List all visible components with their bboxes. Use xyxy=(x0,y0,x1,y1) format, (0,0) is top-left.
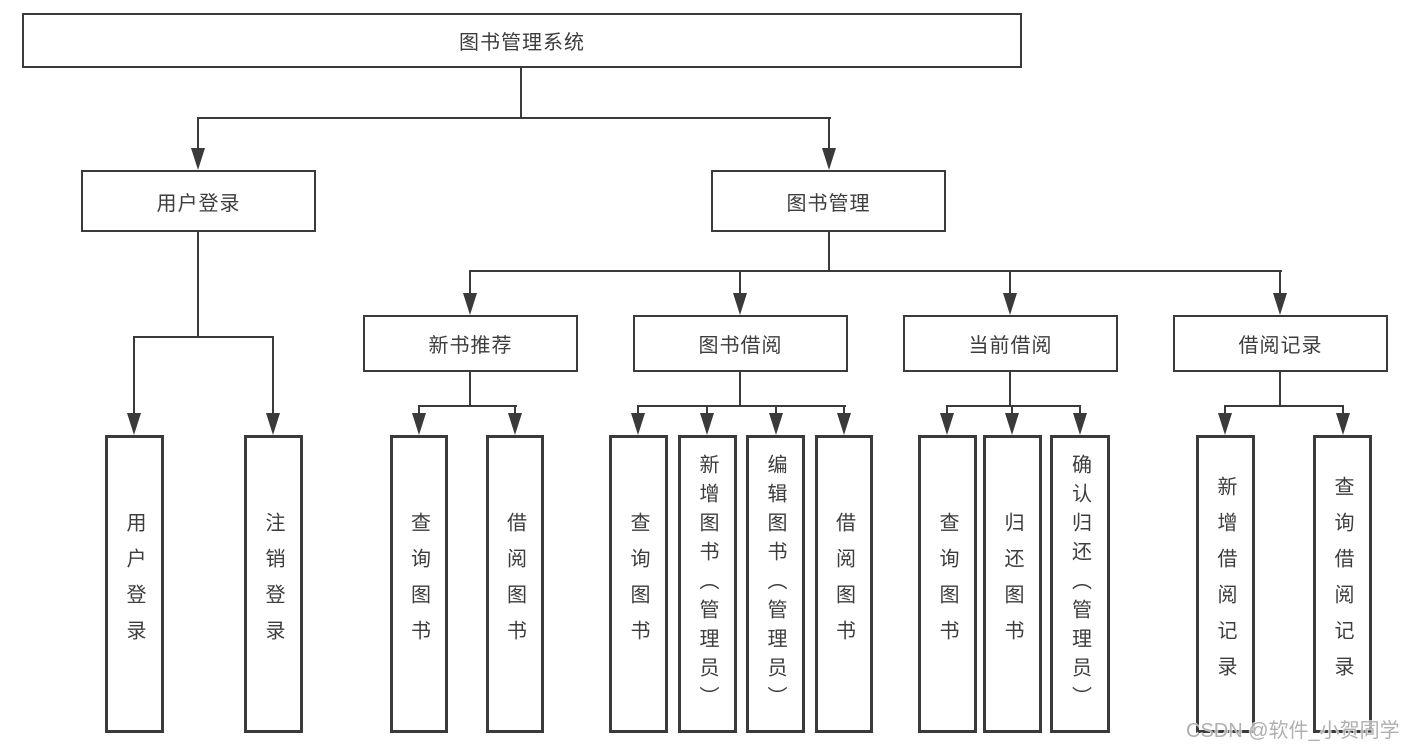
arrowhead-down xyxy=(508,413,522,435)
leaf-borrow-books: 借阅图书 xyxy=(815,435,873,733)
leaf-return-books: 归还图书 xyxy=(983,435,1042,733)
connector-drop-leaf xyxy=(1011,405,1013,415)
connector-new-book-trunk xyxy=(469,372,471,405)
arrowhead-down xyxy=(191,148,205,170)
leaf-query-borrow-record-label: 查询借阅记录 xyxy=(1331,476,1353,692)
connector-drop-leaf xyxy=(843,405,845,415)
connector-new-book-hbar xyxy=(418,405,517,407)
arrowhead-down xyxy=(822,148,836,170)
leaf-query-books-borrow-label: 查询图书 xyxy=(627,512,649,656)
leaf-borrow-books-recommend: 借阅图书 xyxy=(486,435,544,733)
connector-borrow-records-hbar xyxy=(1224,405,1344,407)
leaf-logout-label: 注销登录 xyxy=(262,512,284,656)
connector-drop-leaf xyxy=(1079,405,1081,415)
connector-drop-leaf xyxy=(1342,405,1344,415)
connector-drop-leaf xyxy=(637,405,639,415)
leaf-add-books-admin-label: 新增图书（管理员） xyxy=(696,453,718,715)
leaf-add-borrow-record-label: 新增借阅记录 xyxy=(1214,476,1236,692)
leaf-query-books-current: 查询图书 xyxy=(918,435,977,733)
arrowhead-down xyxy=(1003,293,1017,315)
node-current-borrow-label: 当前借阅 xyxy=(968,335,1053,357)
connector-drop-leaf xyxy=(1224,405,1226,415)
leaf-return-books-label: 归还图书 xyxy=(1001,512,1023,656)
connector-drop-leaf xyxy=(775,405,777,415)
connector-book-borrow-trunk xyxy=(739,372,741,405)
leaf-logout: 注销登录 xyxy=(244,435,303,733)
arrowhead-down xyxy=(463,293,477,315)
node-book-management-label: 图书管理 xyxy=(786,192,871,215)
arrowhead-down xyxy=(412,413,426,435)
watermark: CSDN @软件_小贺同学 xyxy=(1186,720,1400,742)
connector-drop-leaf xyxy=(418,405,420,415)
node-new-book-recommend-label: 新书推荐 xyxy=(428,335,513,357)
connector-drop-book-borrow xyxy=(739,270,741,294)
connector-root-trunk xyxy=(520,68,522,117)
connector-drop-book-management xyxy=(828,117,830,150)
leaf-borrow-books-recommend-label: 借阅图书 xyxy=(503,512,526,656)
node-user-login: 用户登录 xyxy=(81,170,316,232)
arrowhead-down xyxy=(266,413,280,435)
node-current-borrow: 当前借阅 xyxy=(903,315,1118,372)
connector-level3-hbar xyxy=(469,270,1282,272)
connector-current-borrow-hbar xyxy=(946,405,1081,407)
arrowhead-down xyxy=(1336,413,1350,435)
leaf-borrow-books-label: 借阅图书 xyxy=(832,512,855,656)
connector-user-login-trunk xyxy=(197,232,199,336)
leaf-edit-books-admin: 编辑图书（管理员） xyxy=(746,435,805,733)
node-root: 图书管理系统 xyxy=(22,13,1022,68)
leaf-user-login: 用户登录 xyxy=(105,435,164,733)
arrowhead-down xyxy=(631,413,645,435)
leaf-edit-books-admin-label: 编辑图书（管理员） xyxy=(764,453,786,715)
arrowhead-down xyxy=(733,293,747,315)
arrowhead-down xyxy=(769,413,783,435)
connector-current-borrow-trunk xyxy=(1009,372,1011,405)
connector-drop-leaf xyxy=(272,336,274,414)
connector-drop-new-book xyxy=(469,270,471,294)
connector-drop-leaf xyxy=(133,336,135,414)
leaf-query-books-current-label: 查询图书 xyxy=(936,512,958,656)
arrowhead-down xyxy=(127,413,141,435)
connector-book-management-trunk xyxy=(828,232,830,270)
arrowhead-down xyxy=(1073,413,1087,435)
connector-borrow-records-trunk xyxy=(1279,372,1281,405)
connector-drop-current-borrow xyxy=(1009,270,1011,294)
leaf-confirm-return-admin: 确认归还（管理员） xyxy=(1050,435,1110,733)
node-book-borrow-label: 图书借阅 xyxy=(698,335,783,357)
arrowhead-down xyxy=(1218,413,1232,435)
leaf-add-borrow-record: 新增借阅记录 xyxy=(1196,435,1255,733)
node-user-login-label: 用户登录 xyxy=(156,192,241,215)
connector-level2-hbar xyxy=(197,117,831,119)
connector-drop-user-login xyxy=(197,117,199,150)
arrowhead-down xyxy=(837,413,851,435)
node-borrow-records: 借阅记录 xyxy=(1173,315,1388,372)
arrowhead-down xyxy=(940,413,954,435)
arrowhead-down xyxy=(1273,293,1287,315)
leaf-query-books-recommend: 查询图书 xyxy=(390,435,448,733)
connector-drop-leaf xyxy=(514,405,516,415)
leaf-query-books-recommend-label: 查询图书 xyxy=(407,512,430,656)
connector-drop-leaf xyxy=(946,405,948,415)
leaf-query-books-borrow: 查询图书 xyxy=(609,435,668,733)
leaf-user-login-label: 用户登录 xyxy=(123,512,145,656)
connector-drop-borrow-records xyxy=(1279,270,1281,294)
node-book-borrow: 图书借阅 xyxy=(633,315,848,372)
arrowhead-down xyxy=(1005,413,1019,435)
node-new-book-recommend: 新书推荐 xyxy=(363,315,578,372)
arrowhead-down xyxy=(700,413,714,435)
connector-user-login-hbar xyxy=(133,336,274,338)
leaf-add-books-admin: 新增图书（管理员） xyxy=(678,435,737,733)
node-book-management: 图书管理 xyxy=(711,170,946,232)
leaf-query-borrow-record: 查询借阅记录 xyxy=(1313,435,1372,733)
connector-book-borrow-hbar xyxy=(637,405,846,407)
connector-drop-leaf xyxy=(706,405,708,415)
leaf-confirm-return-admin-label: 确认归还（管理员） xyxy=(1068,453,1091,715)
node-borrow-records-label: 借阅记录 xyxy=(1238,335,1323,357)
node-root-label: 图书管理系统 xyxy=(459,32,585,54)
